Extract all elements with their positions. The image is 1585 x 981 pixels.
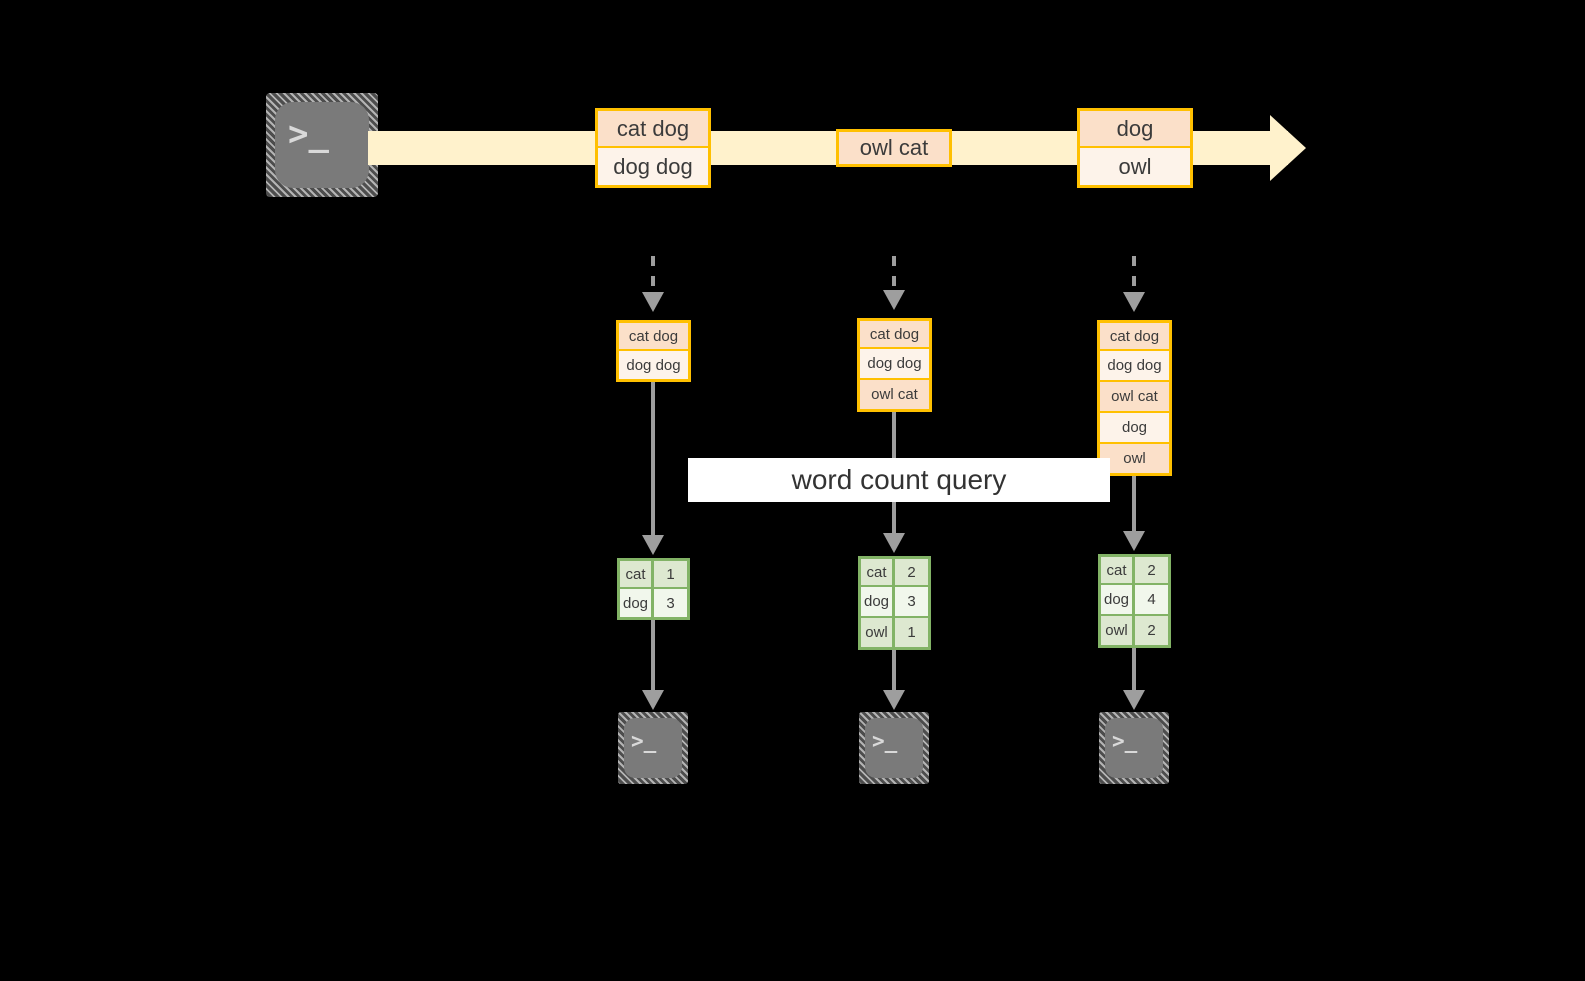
result-row: dog 3 (858, 587, 931, 618)
result-count: 3 (907, 593, 916, 610)
result-row: owl 2 (1098, 616, 1171, 648)
result-word: cat (620, 561, 654, 587)
query-flow-line (651, 382, 655, 537)
terminal-prompt-glyph: >_ (631, 729, 657, 753)
stream-record-line: dog (1077, 108, 1193, 148)
query-flow-arrowhead (883, 533, 905, 553)
result-count: 2 (1147, 622, 1156, 639)
sink-flow-line (1132, 648, 1136, 692)
snapshot-input-line: cat dog (616, 320, 691, 351)
terminal-screen (275, 102, 369, 188)
result-word: dog (620, 589, 654, 617)
stream-record-line: owl (1077, 148, 1193, 188)
result-row: cat 2 (1098, 554, 1171, 585)
snapshot-tap-arrowhead (1123, 292, 1145, 312)
snapshot-input-line: dog dog (1097, 351, 1172, 382)
sink-flow-arrowhead (642, 690, 664, 710)
sink-flow-arrowhead (883, 690, 905, 710)
result-row: owl 1 (858, 618, 931, 650)
sink-flow-line (892, 650, 896, 692)
snapshot-input-line: owl cat (1097, 382, 1172, 413)
stream-arrow-head (1270, 115, 1306, 181)
sink-terminal-icon: >_ (618, 712, 688, 784)
result-count: 4 (1147, 591, 1156, 608)
sink-flow-line (651, 620, 655, 692)
sink-flow-arrowhead (1123, 690, 1145, 710)
result-count: 2 (907, 563, 916, 581)
result-count: 3 (666, 594, 675, 612)
query-flow-line (1132, 476, 1136, 533)
result-count: 2 (1147, 561, 1156, 579)
result-row: dog 4 (1098, 585, 1171, 616)
result-word: owl (1101, 616, 1135, 645)
snapshot-tap-arrowhead (883, 290, 905, 310)
terminal-screen (865, 718, 923, 778)
snapshot-input-line: cat dog (857, 318, 932, 349)
result-row: dog 3 (617, 589, 690, 620)
sink-terminal-icon: >_ (859, 712, 929, 784)
result-word: owl (861, 618, 895, 647)
snapshot-input-line: owl cat (857, 380, 932, 412)
terminal-screen (624, 718, 682, 778)
terminal-screen (1105, 718, 1163, 778)
snapshot-input-line: dog (1097, 413, 1172, 444)
sink-terminal-icon: >_ (1099, 712, 1169, 784)
stream-record-line: dog dog (595, 148, 711, 188)
query-label: word count query (688, 458, 1110, 502)
result-word: cat (1101, 557, 1135, 583)
snapshot-tap-line (651, 256, 655, 294)
source-terminal-icon: >_ (266, 93, 378, 197)
snapshot-tap-line (892, 256, 896, 292)
query-flow-arrowhead (642, 535, 664, 555)
query-flow-arrowhead (1123, 531, 1145, 551)
snapshot-tap-arrowhead (642, 292, 664, 312)
stream-record-line: cat dog (595, 108, 711, 148)
result-word: dog (1101, 585, 1135, 614)
result-word: cat (861, 559, 895, 585)
result-row: cat 1 (617, 558, 690, 589)
snapshot-input-line: dog dog (857, 349, 932, 380)
terminal-prompt-glyph: >_ (288, 114, 329, 154)
snapshot-input-line: cat dog (1097, 320, 1172, 351)
result-word: dog (861, 587, 895, 616)
stream-record-line: owl cat (836, 129, 952, 167)
snapshot-input-line: dog dog (616, 351, 691, 382)
terminal-prompt-glyph: >_ (872, 729, 898, 753)
result-row: cat 2 (858, 556, 931, 587)
result-count: 1 (666, 565, 675, 583)
snapshot-tap-line (1132, 256, 1136, 294)
result-count: 1 (907, 624, 916, 641)
terminal-prompt-glyph: >_ (1112, 729, 1138, 753)
